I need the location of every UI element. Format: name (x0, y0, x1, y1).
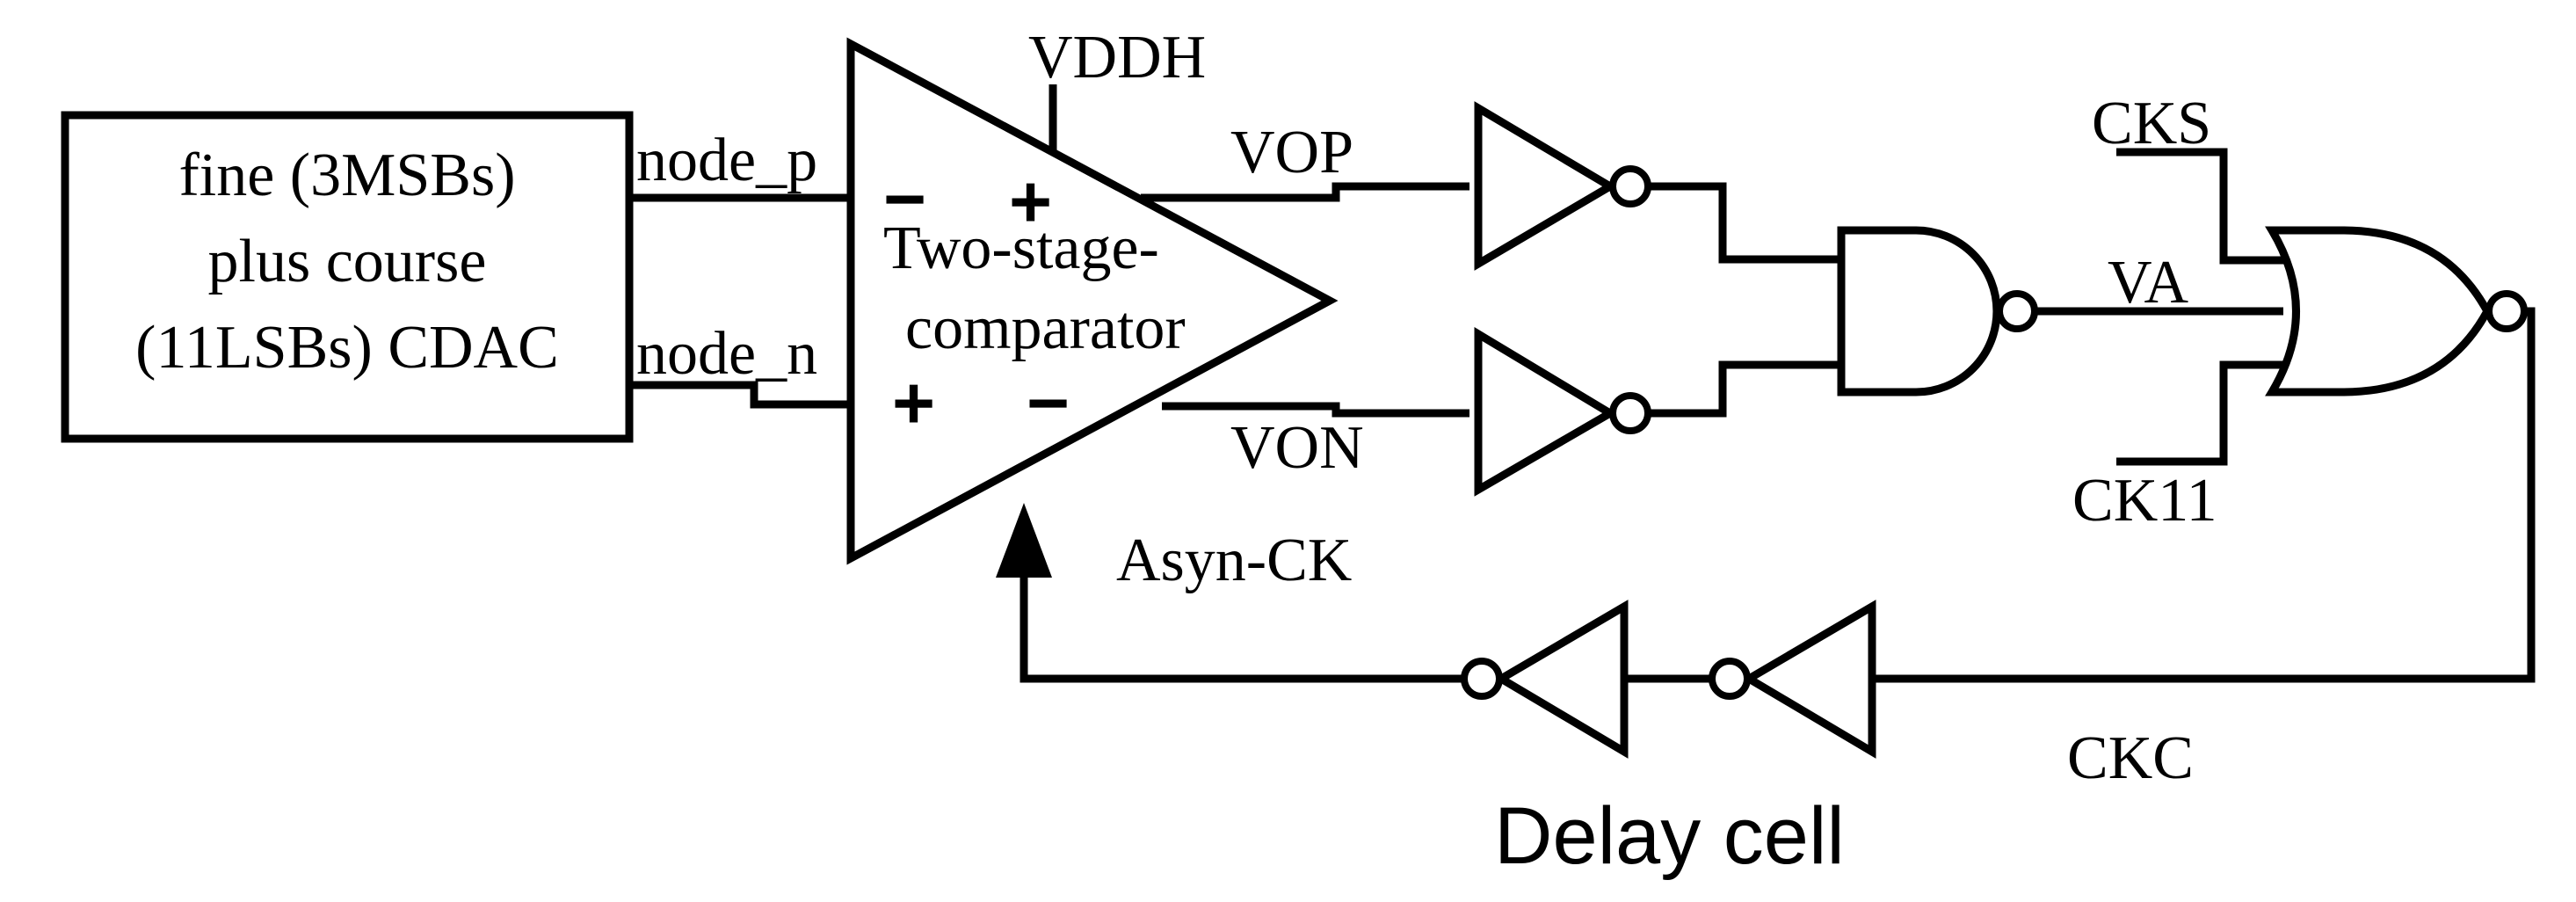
inverter-bubble (1461, 658, 1503, 700)
va-label: VA (2108, 249, 2189, 316)
node-n-label: node_n (636, 320, 817, 388)
plus-top-right-sign: + (1009, 160, 1052, 243)
delay-inverter-left (1461, 600, 1629, 759)
nand-gate (1837, 226, 2038, 396)
inverter-von (1474, 327, 1651, 497)
nand-bubble (1996, 290, 2038, 332)
comparator-triangle (846, 37, 1339, 565)
comparator-label-line2: comparator (905, 295, 1186, 362)
ckc-label: CKC (2067, 724, 2194, 792)
cdac-label-line1: fine (3MSBs) (178, 142, 515, 209)
cdac-block: fine (3MSBs) plus course (11LSBs) CDAC (61, 111, 634, 443)
wire-ckc (1872, 307, 2536, 683)
wire-ck11 (2116, 360, 2296, 466)
wire-node-n (629, 381, 851, 409)
inverter-vop (1474, 101, 1651, 271)
inverter-bubble (1709, 658, 1751, 700)
nor-bubble (2485, 290, 2528, 332)
comparator: VDDH − + + − Two-stage- comparator (846, 24, 1339, 565)
asyn-ck-label: Asyn-CK (1116, 527, 1352, 594)
minus-bottom-right-sign: − (1027, 361, 1070, 444)
delay-inverter-right (1709, 600, 1876, 759)
wire-inv-top-to-nand (1648, 182, 1841, 264)
cks-label: CKS (2092, 90, 2211, 157)
nor-gate (2265, 226, 2528, 396)
wire-vop (1141, 182, 1469, 202)
vddh-label: VDDH (1028, 24, 1206, 91)
node-p-label: node_p (636, 127, 817, 194)
wire-von (1162, 402, 1469, 418)
comparator-label-line1: Two-stage- (883, 215, 1159, 282)
von-label: VON (1230, 414, 1364, 482)
cdac-label-line2: plus course (208, 228, 487, 295)
delay-cell-label: Delay cell (1494, 791, 1845, 881)
asyn-ck-arrowhead (996, 503, 1052, 578)
cdac-box (61, 111, 634, 443)
inverter-bubble (1609, 165, 1651, 207)
wire-asyn-ck (1020, 576, 1464, 683)
wire-inv-bottom-to-nand (1648, 360, 1841, 418)
cdac-label-line3: (11LSBs) CDAC (135, 314, 559, 382)
minus-top-left-sign: − (883, 157, 926, 240)
inverter-bubble (1609, 392, 1651, 434)
ck11-label: CK11 (2072, 467, 2217, 535)
plus-bottom-left-sign: + (892, 361, 935, 444)
wire-cks (2116, 148, 2296, 265)
vop-label: VOP (1230, 119, 1353, 186)
